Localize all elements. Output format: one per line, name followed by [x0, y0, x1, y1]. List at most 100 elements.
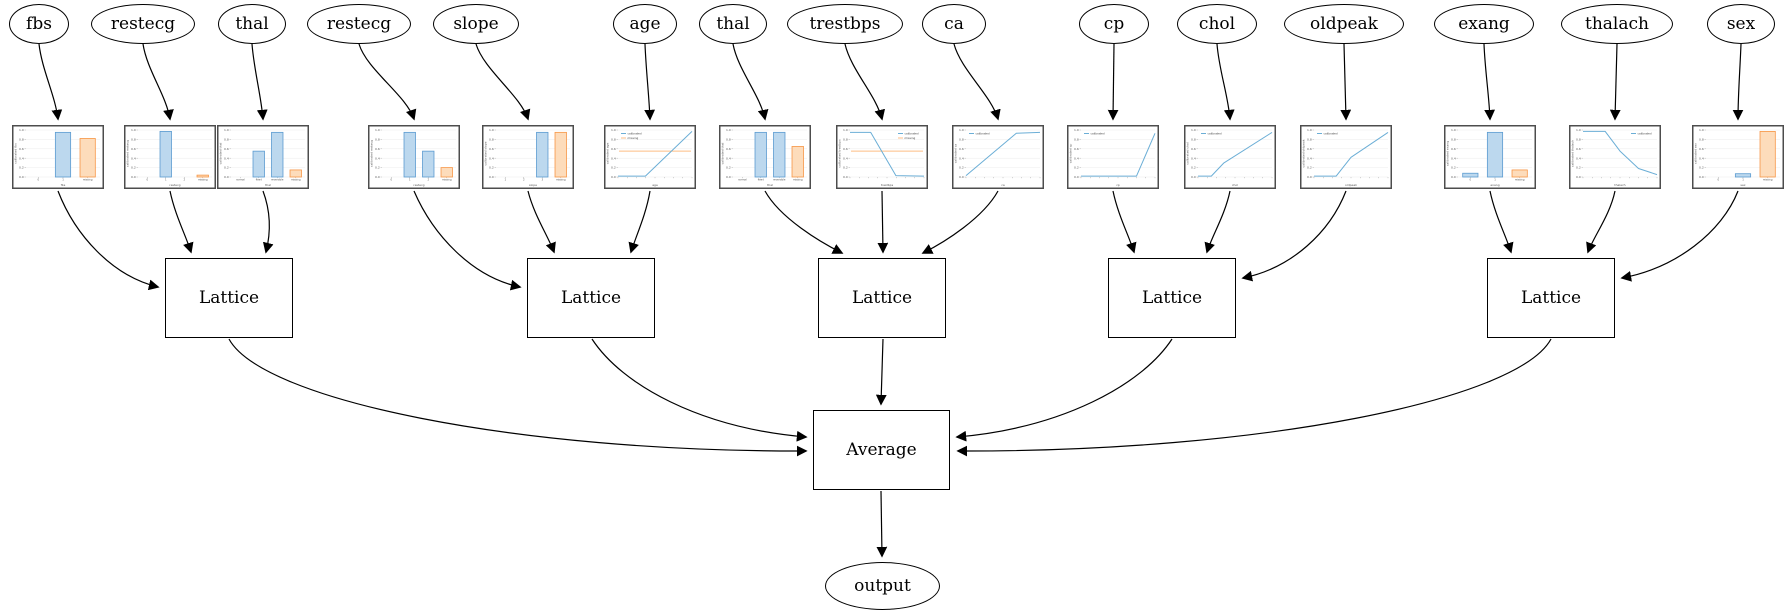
- feature-label: thalach: [1585, 14, 1649, 34]
- svg-text:ca: ca: [1001, 183, 1005, 187]
- svg-text:calibrated cp: calibrated cp: [1069, 144, 1073, 164]
- svg-text:0.2: 0.2: [726, 166, 731, 170]
- svg-text:1.0: 1.0: [1576, 128, 1581, 132]
- svg-text:restecg: restecg: [169, 183, 180, 187]
- svg-text:0.0: 0.0: [726, 175, 731, 179]
- edge-thal2-to-calibrator: [732, 43, 769, 121]
- edge-calibrator-restecg2-to-lattice2: [413, 190, 522, 291]
- feature-node-thal-2: thal: [699, 4, 767, 44]
- svg-text:0.8: 0.8: [611, 138, 616, 142]
- edge-lattice5-to-average: [956, 338, 1552, 457]
- svg-text:0: 0: [38, 178, 40, 182]
- svg-text:1: 1: [165, 178, 167, 182]
- average-node: Average: [813, 410, 950, 490]
- svg-text:0.6: 0.6: [1576, 147, 1581, 151]
- svg-text:0.2: 0.2: [131, 166, 136, 170]
- svg-text:0.4: 0.4: [1576, 156, 1581, 160]
- svg-text:missing: missing: [1515, 178, 1525, 182]
- output-node: output: [825, 562, 940, 610]
- svg-text:calibrated: calibrated: [1091, 132, 1105, 136]
- svg-text:0.2: 0.2: [959, 166, 964, 170]
- svg-text:calibrated slope: calibrated slope: [484, 141, 488, 165]
- svg-text:0.6: 0.6: [489, 147, 494, 151]
- svg-text:0.4: 0.4: [19, 156, 24, 160]
- svg-text:1.0: 1.0: [375, 128, 380, 132]
- svg-text:oldpeak: oldpeak: [1345, 183, 1357, 187]
- svg-text:0.0: 0.0: [959, 175, 964, 179]
- feature-node-restecg-2: restecg: [307, 4, 411, 44]
- svg-text:1.0: 1.0: [1699, 128, 1704, 132]
- lattice-label: Lattice: [198, 288, 260, 308]
- svg-text:trestbps: trestbps: [881, 183, 894, 187]
- svg-text:calibrated chol: calibrated chol: [1186, 142, 1190, 164]
- svg-text:0.8: 0.8: [1699, 138, 1704, 142]
- lattice-label: Lattice: [560, 288, 622, 308]
- lattice-label: Lattice: [1141, 288, 1203, 308]
- svg-text:0.6: 0.6: [224, 147, 229, 151]
- feature-node-trestbps: trestbps: [787, 4, 903, 44]
- svg-text:missing: missing: [556, 178, 566, 182]
- edge-lattice1-to-average: [228, 338, 808, 457]
- svg-text:0.8: 0.8: [19, 138, 24, 142]
- edge-restecg2-to-calibrator: [358, 43, 417, 121]
- edge-calibrator-restecg1-to-lattice1: [169, 190, 194, 254]
- feature-label: cp: [1103, 14, 1125, 34]
- svg-text:2: 2: [427, 178, 429, 182]
- svg-text:missing: missing: [198, 178, 208, 182]
- svg-text:slope: slope: [529, 183, 537, 187]
- svg-text:0.8: 0.8: [375, 138, 380, 142]
- edge-exang-to-calibrator: [1483, 43, 1496, 121]
- svg-text:0.0: 0.0: [1191, 175, 1196, 179]
- svg-text:restecg: restecg: [413, 183, 424, 187]
- svg-text:sex: sex: [1740, 183, 1745, 187]
- svg-text:0.2: 0.2: [611, 166, 616, 170]
- svg-text:0.8: 0.8: [959, 138, 964, 142]
- edge-calibrator-trestbps-to-lattice3: [877, 190, 889, 254]
- svg-text:1: 1: [504, 178, 506, 182]
- feature-node-age: age: [613, 4, 677, 44]
- lattice-node-3: Lattice: [818, 258, 946, 338]
- svg-text:0.0: 0.0: [131, 175, 136, 179]
- svg-text:0.8: 0.8: [224, 138, 229, 142]
- edge-sex-to-calibrator: [1732, 43, 1744, 121]
- edge-chol-to-calibrator: [1216, 43, 1235, 121]
- edge-fbs-to-calibrator: [38, 43, 63, 121]
- feature-label: restecg: [110, 14, 176, 34]
- svg-text:0: 0: [1470, 178, 1472, 182]
- svg-text:1.0: 1.0: [959, 128, 964, 132]
- feature-node-thalach: thalach: [1561, 4, 1673, 44]
- feature-node-restecg-1: restecg: [91, 4, 195, 44]
- svg-text:calibrated restecg: calibrated restecg: [126, 140, 130, 167]
- svg-text:calibrated thalach: calibrated thalach: [1571, 140, 1575, 167]
- svg-text:0.6: 0.6: [959, 147, 964, 151]
- feature-label: ca: [944, 14, 964, 34]
- svg-text:0.4: 0.4: [959, 156, 964, 160]
- svg-text:fixed: fixed: [758, 178, 765, 182]
- feature-node-cp: cp: [1079, 4, 1149, 44]
- svg-text:0.8: 0.8: [131, 138, 136, 142]
- svg-text:calibrated sex: calibrated sex: [1694, 143, 1698, 164]
- svg-text:1.0: 1.0: [224, 128, 229, 132]
- edge-calibrator-exang-to-lattice5: [1489, 190, 1514, 254]
- svg-text:1.0: 1.0: [131, 128, 136, 132]
- svg-text:0.8: 0.8: [726, 138, 731, 142]
- svg-text:missing: missing: [291, 178, 301, 182]
- svg-text:0.6: 0.6: [611, 147, 616, 151]
- svg-text:1: 1: [409, 178, 411, 182]
- svg-text:thalach: thalach: [1614, 183, 1625, 187]
- svg-text:0.8: 0.8: [843, 138, 848, 142]
- svg-text:0.0: 0.0: [1307, 175, 1312, 179]
- svg-text:0.0: 0.0: [19, 175, 24, 179]
- svg-text:1.0: 1.0: [843, 128, 848, 132]
- edge-calibrator-thal2-to-lattice3: [764, 190, 844, 254]
- svg-text:reversible: reversible: [271, 178, 284, 182]
- svg-text:0.6: 0.6: [1699, 147, 1704, 151]
- svg-text:1.0: 1.0: [1451, 128, 1456, 132]
